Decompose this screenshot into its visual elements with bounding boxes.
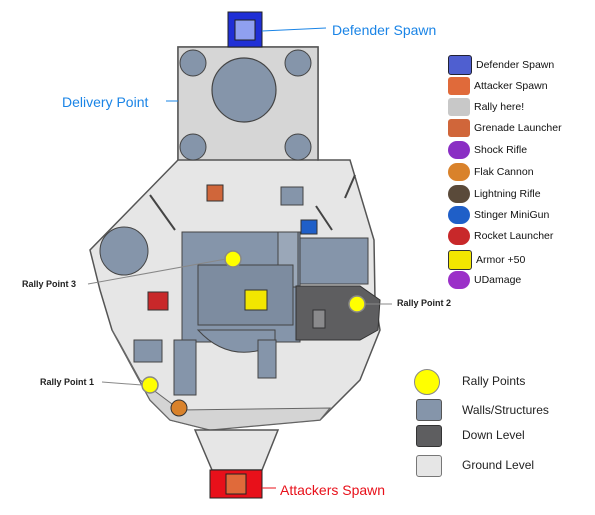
legend-label: Stinger MiniGun (474, 209, 550, 221)
legend-item: Defender Spawn (448, 55, 554, 75)
rally-point-2-marker (348, 295, 366, 313)
key-label: Down Level (462, 428, 525, 442)
legend-label: Rally here! (474, 101, 525, 113)
key-label: Ground Level (462, 458, 535, 472)
east-wall (299, 237, 369, 285)
delivery-point-label: Delivery Point (62, 94, 149, 110)
west-tower (99, 226, 149, 276)
tower-center (211, 57, 277, 123)
legend-item: UDamage (448, 270, 521, 290)
walls-swatch (416, 399, 442, 421)
ground-level-swatch (416, 455, 442, 477)
legend-item: Flak Cannon (448, 162, 534, 182)
rally-1-leader (101, 381, 143, 386)
attacker-spawn-map-icon (225, 473, 247, 495)
armor-pickup (244, 289, 268, 311)
armor-icon (448, 250, 472, 270)
west-crate (133, 339, 163, 363)
key-label: Rally Points (462, 374, 526, 388)
rally-point-swatch (414, 369, 440, 395)
legend-label: Flak Cannon (474, 166, 534, 178)
key-label: Walls/Structures (462, 403, 549, 417)
grenade-launcher-icon (448, 119, 470, 137)
attackers-spawn-label: Attackers Spawn (280, 482, 386, 498)
defender-spawn-label: Defender Spawn (332, 22, 437, 38)
legend-label: Rocket Launcher (474, 230, 554, 242)
legend-label: Shock Rifle (474, 144, 528, 156)
south-column-b (257, 339, 277, 379)
rally-point-3-label: Rally Point 3 (22, 279, 77, 289)
rally-point-1-marker (141, 376, 159, 394)
tower-sw (179, 133, 207, 161)
legend-item: Rocket Launcher (448, 226, 553, 246)
lightning-rifle-icon (448, 185, 470, 203)
rally-3-leader (87, 258, 227, 285)
down-level-swatch (416, 425, 442, 447)
grenade-launcher-pickup (206, 184, 224, 202)
flak-cannon-pickup (170, 399, 188, 417)
legend-label: Grenade Launcher (474, 122, 562, 134)
tower-ne (284, 49, 312, 77)
south-column-a (173, 339, 197, 396)
legend-item: Stinger MiniGun (448, 205, 549, 225)
attacker-corridor (193, 429, 280, 471)
attacker-spawn-icon (448, 77, 470, 95)
rally-point-1-label: Rally Point 1 (40, 377, 95, 387)
tower-nw (179, 49, 207, 77)
legend-item: Shock Rifle (448, 140, 527, 160)
defender-leader (261, 27, 327, 32)
ramp-line-1 (149, 194, 176, 231)
legend-item: Armor +50 (448, 250, 525, 270)
tower-se (284, 133, 312, 161)
legend-item: Rally here! (448, 97, 524, 117)
ramp-line-3 (344, 174, 356, 199)
rocket-launcher-pickup (147, 291, 169, 311)
udamage-icon (448, 271, 470, 289)
down-level-area (295, 285, 381, 341)
legend-item: Attacker Spawn (448, 76, 548, 96)
pillbox (280, 186, 304, 206)
legend-label: UDamage (474, 274, 522, 286)
rally-point-2-label: Rally Point 2 (397, 298, 452, 308)
down-level-crate (312, 309, 326, 329)
legend-label: Lightning Rifle (474, 188, 541, 200)
shock-rifle-icon (448, 141, 470, 159)
lower-ground-area (111, 329, 332, 431)
legend-item: Lightning Rifle (448, 184, 541, 204)
legend-label: Defender Spawn (476, 59, 555, 71)
legend-item: Grenade Launcher (448, 118, 562, 138)
stinger-minigun-icon (448, 206, 470, 224)
stinger-minigun-pickup (300, 219, 318, 235)
defender-spawn-icon (448, 55, 472, 75)
rally-point-3-marker (224, 250, 242, 268)
ramp-line-2 (315, 205, 333, 231)
legend-label: Attacker Spawn (474, 80, 548, 92)
defender-spawn-map-icon (234, 19, 256, 41)
flak-cannon-icon (448, 163, 470, 181)
rocket-launcher-icon (448, 227, 470, 245)
legend-label: Armor +50 (476, 254, 526, 266)
rally-here-icon (448, 98, 470, 116)
